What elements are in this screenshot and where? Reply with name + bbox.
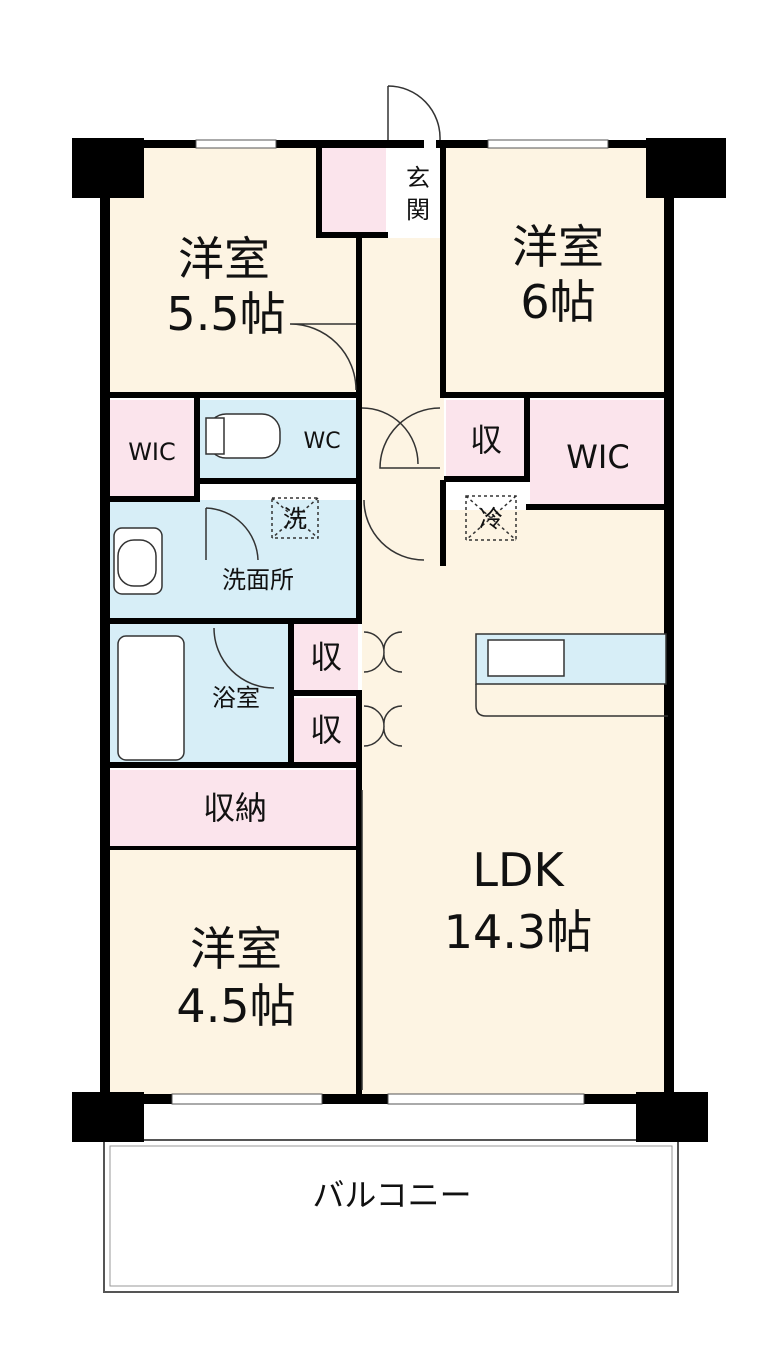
windows	[171, 139, 609, 1105]
room-western-ne-size: 6帖	[520, 275, 595, 329]
closet-mid-label: 収	[470, 421, 502, 459]
genkan-label-top: 玄	[406, 164, 430, 192]
room-western-sw-name: 洋室	[190, 922, 282, 976]
wic-right-label: WIC	[566, 438, 629, 476]
closet-mid-floor	[446, 400, 526, 478]
room-western-ne-name: 洋室	[512, 220, 604, 274]
room-ldk-size: 14.3帖	[444, 905, 592, 959]
balcony-area	[103, 1139, 679, 1293]
wic-left-label: WIC	[128, 438, 176, 466]
room-western-ne-floor	[446, 146, 668, 398]
balcony-label: バルコニー	[312, 1176, 471, 1214]
interior-walls	[104, 146, 668, 1098]
fixtures	[113, 413, 668, 761]
washroom-label: 洗面所	[222, 566, 294, 594]
room-ldk-floor	[362, 510, 668, 1098]
room-ldk-name: LDK	[472, 843, 565, 897]
closet-bath-2-floor	[294, 698, 358, 762]
fridge-label: 冷	[479, 505, 503, 533]
wc-label: WC	[303, 429, 340, 454]
genkan-floor	[386, 146, 442, 232]
bath-label: 浴室	[212, 684, 260, 712]
room-western-nw-size: 5.5帖	[166, 287, 285, 341]
room-western-nw-name: 洋室	[178, 232, 270, 286]
room-western-sw-floor	[110, 850, 360, 1098]
closet-bath-1-floor	[294, 624, 358, 690]
washer-label: 洗	[283, 505, 307, 533]
wic-left-floor	[110, 400, 196, 496]
room-western-sw-size: 4.5帖	[176, 979, 295, 1033]
closet-bath-1-label: 収	[310, 638, 342, 676]
storage-floor	[110, 770, 360, 846]
storage-label: 収納	[203, 789, 267, 827]
closet-bath-2-label: 収	[310, 711, 342, 749]
shoe-closet-floor	[320, 146, 386, 232]
genkan-label-bottom: 関	[406, 196, 430, 224]
doors	[205, 85, 441, 1090]
wic-right-floor	[530, 400, 668, 506]
